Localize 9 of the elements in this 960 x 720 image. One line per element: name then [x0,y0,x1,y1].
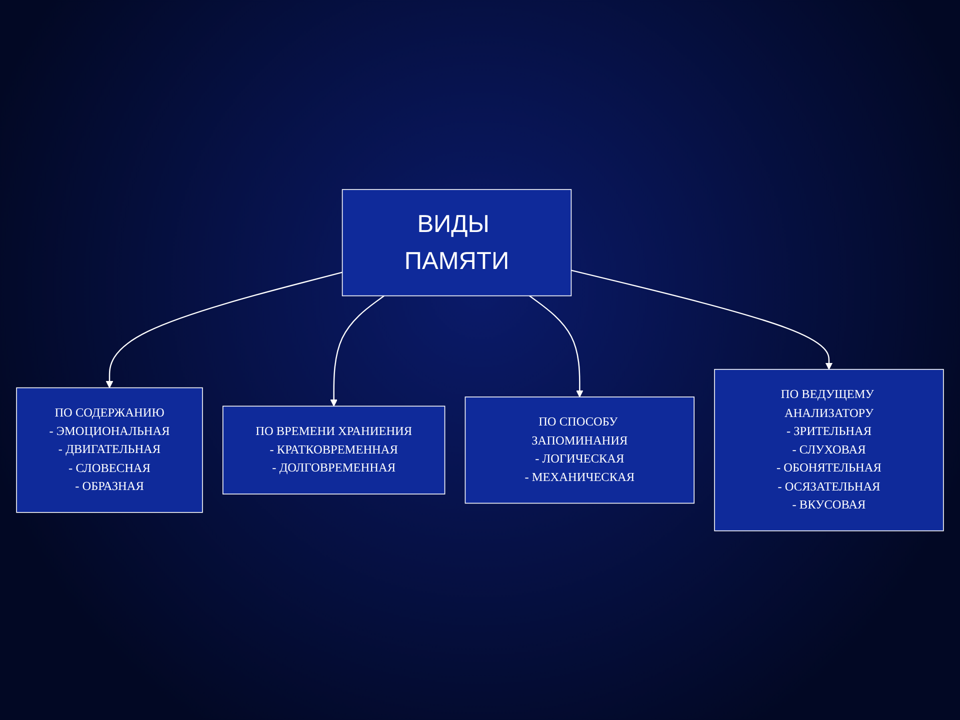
node-box: ВИДЫ ПАМЯТИ [342,188,572,296]
arrow [571,270,833,370]
arrow [529,295,584,398]
node-box: ПО СПОСОБУ ЗАПОМИНАНИЯ - ЛОГИЧЕСКАЯ - МЕХАНИЧЕСКАЯ [464,396,695,504]
arrow [106,272,342,388]
node-box: ПО ВРЕМЕНИ ХРАНИЕНИЯ - КРАТКОВРЕМЕННАЯ - ДОЛГОВРЕМЕННАЯ [222,406,446,494]
node-box: ПО ВЕДУЩЕМУ АНАЛИЗАТОРУ - ЗРИТЕЛЬНАЯ - СЛУХОВАЯ - ОБОНЯТЕЛЬНАЯ - ОСЯЗАТЕЛЬНАЯ - ВКУСОВАЯ [714,368,944,532]
arrow [330,295,384,406]
node-box: ПО СОДЕРЖАНИЮ - ЭМОЦИОНАЛЬНАЯ - ДВИГАТЕЛЬНАЯ - СЛОВЕСНАЯ - ОБРАЗНАЯ [16,387,203,513]
